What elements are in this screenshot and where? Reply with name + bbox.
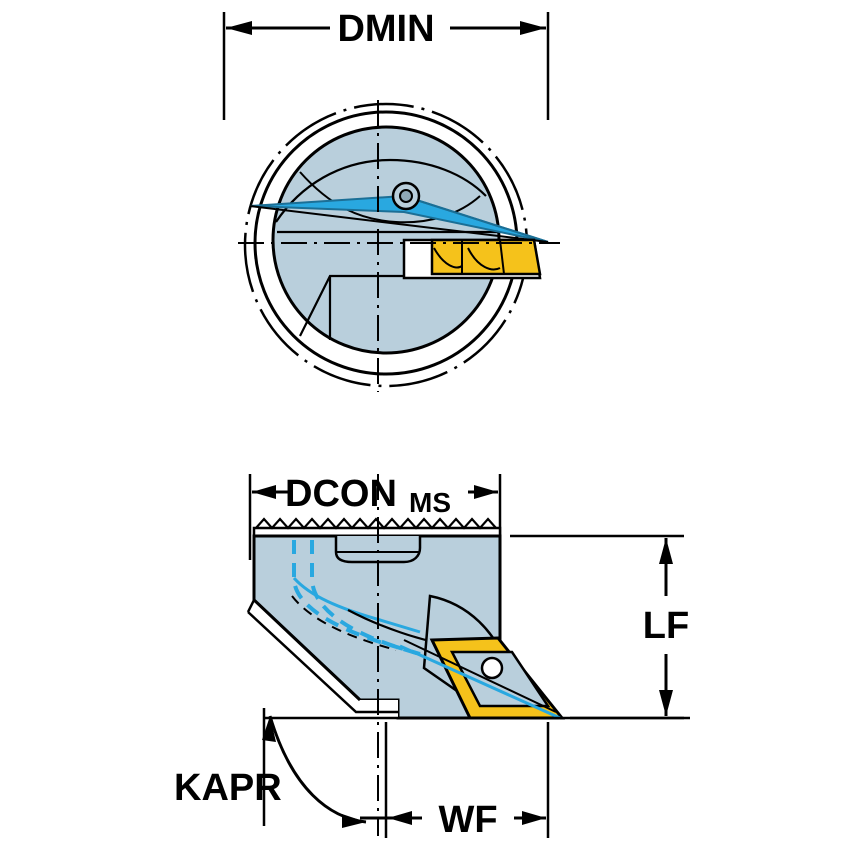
hidden-line-bore [291, 595, 397, 651]
lf-dimension [510, 534, 684, 720]
coolant-jet-line [399, 644, 561, 720]
dcon-subscript-label: MS [409, 487, 451, 518]
dmin-label: DMIN [337, 8, 434, 50]
dcon-label: DCON [285, 473, 397, 515]
dmin-dimension [222, 12, 550, 120]
clamp-screw-hole [399, 189, 413, 203]
body-facet-top [275, 158, 487, 223]
flank-clear-area [254, 600, 398, 718]
front-end-view [238, 100, 560, 392]
kapr-dimension [262, 708, 367, 828]
side-section-view [246, 474, 690, 836]
kapr-label: KAPR [174, 767, 282, 809]
lf-label: LF [643, 605, 689, 647]
cutting-insert-front [430, 238, 542, 276]
insert-top-face [449, 650, 551, 708]
wf-dimension [360, 722, 550, 838]
kapr-arc [268, 715, 367, 824]
flank-edge-offset [247, 611, 398, 714]
insert-screw-hole [480, 656, 504, 680]
body-facet-curve [299, 171, 481, 224]
wf-label: WF [438, 799, 497, 841]
